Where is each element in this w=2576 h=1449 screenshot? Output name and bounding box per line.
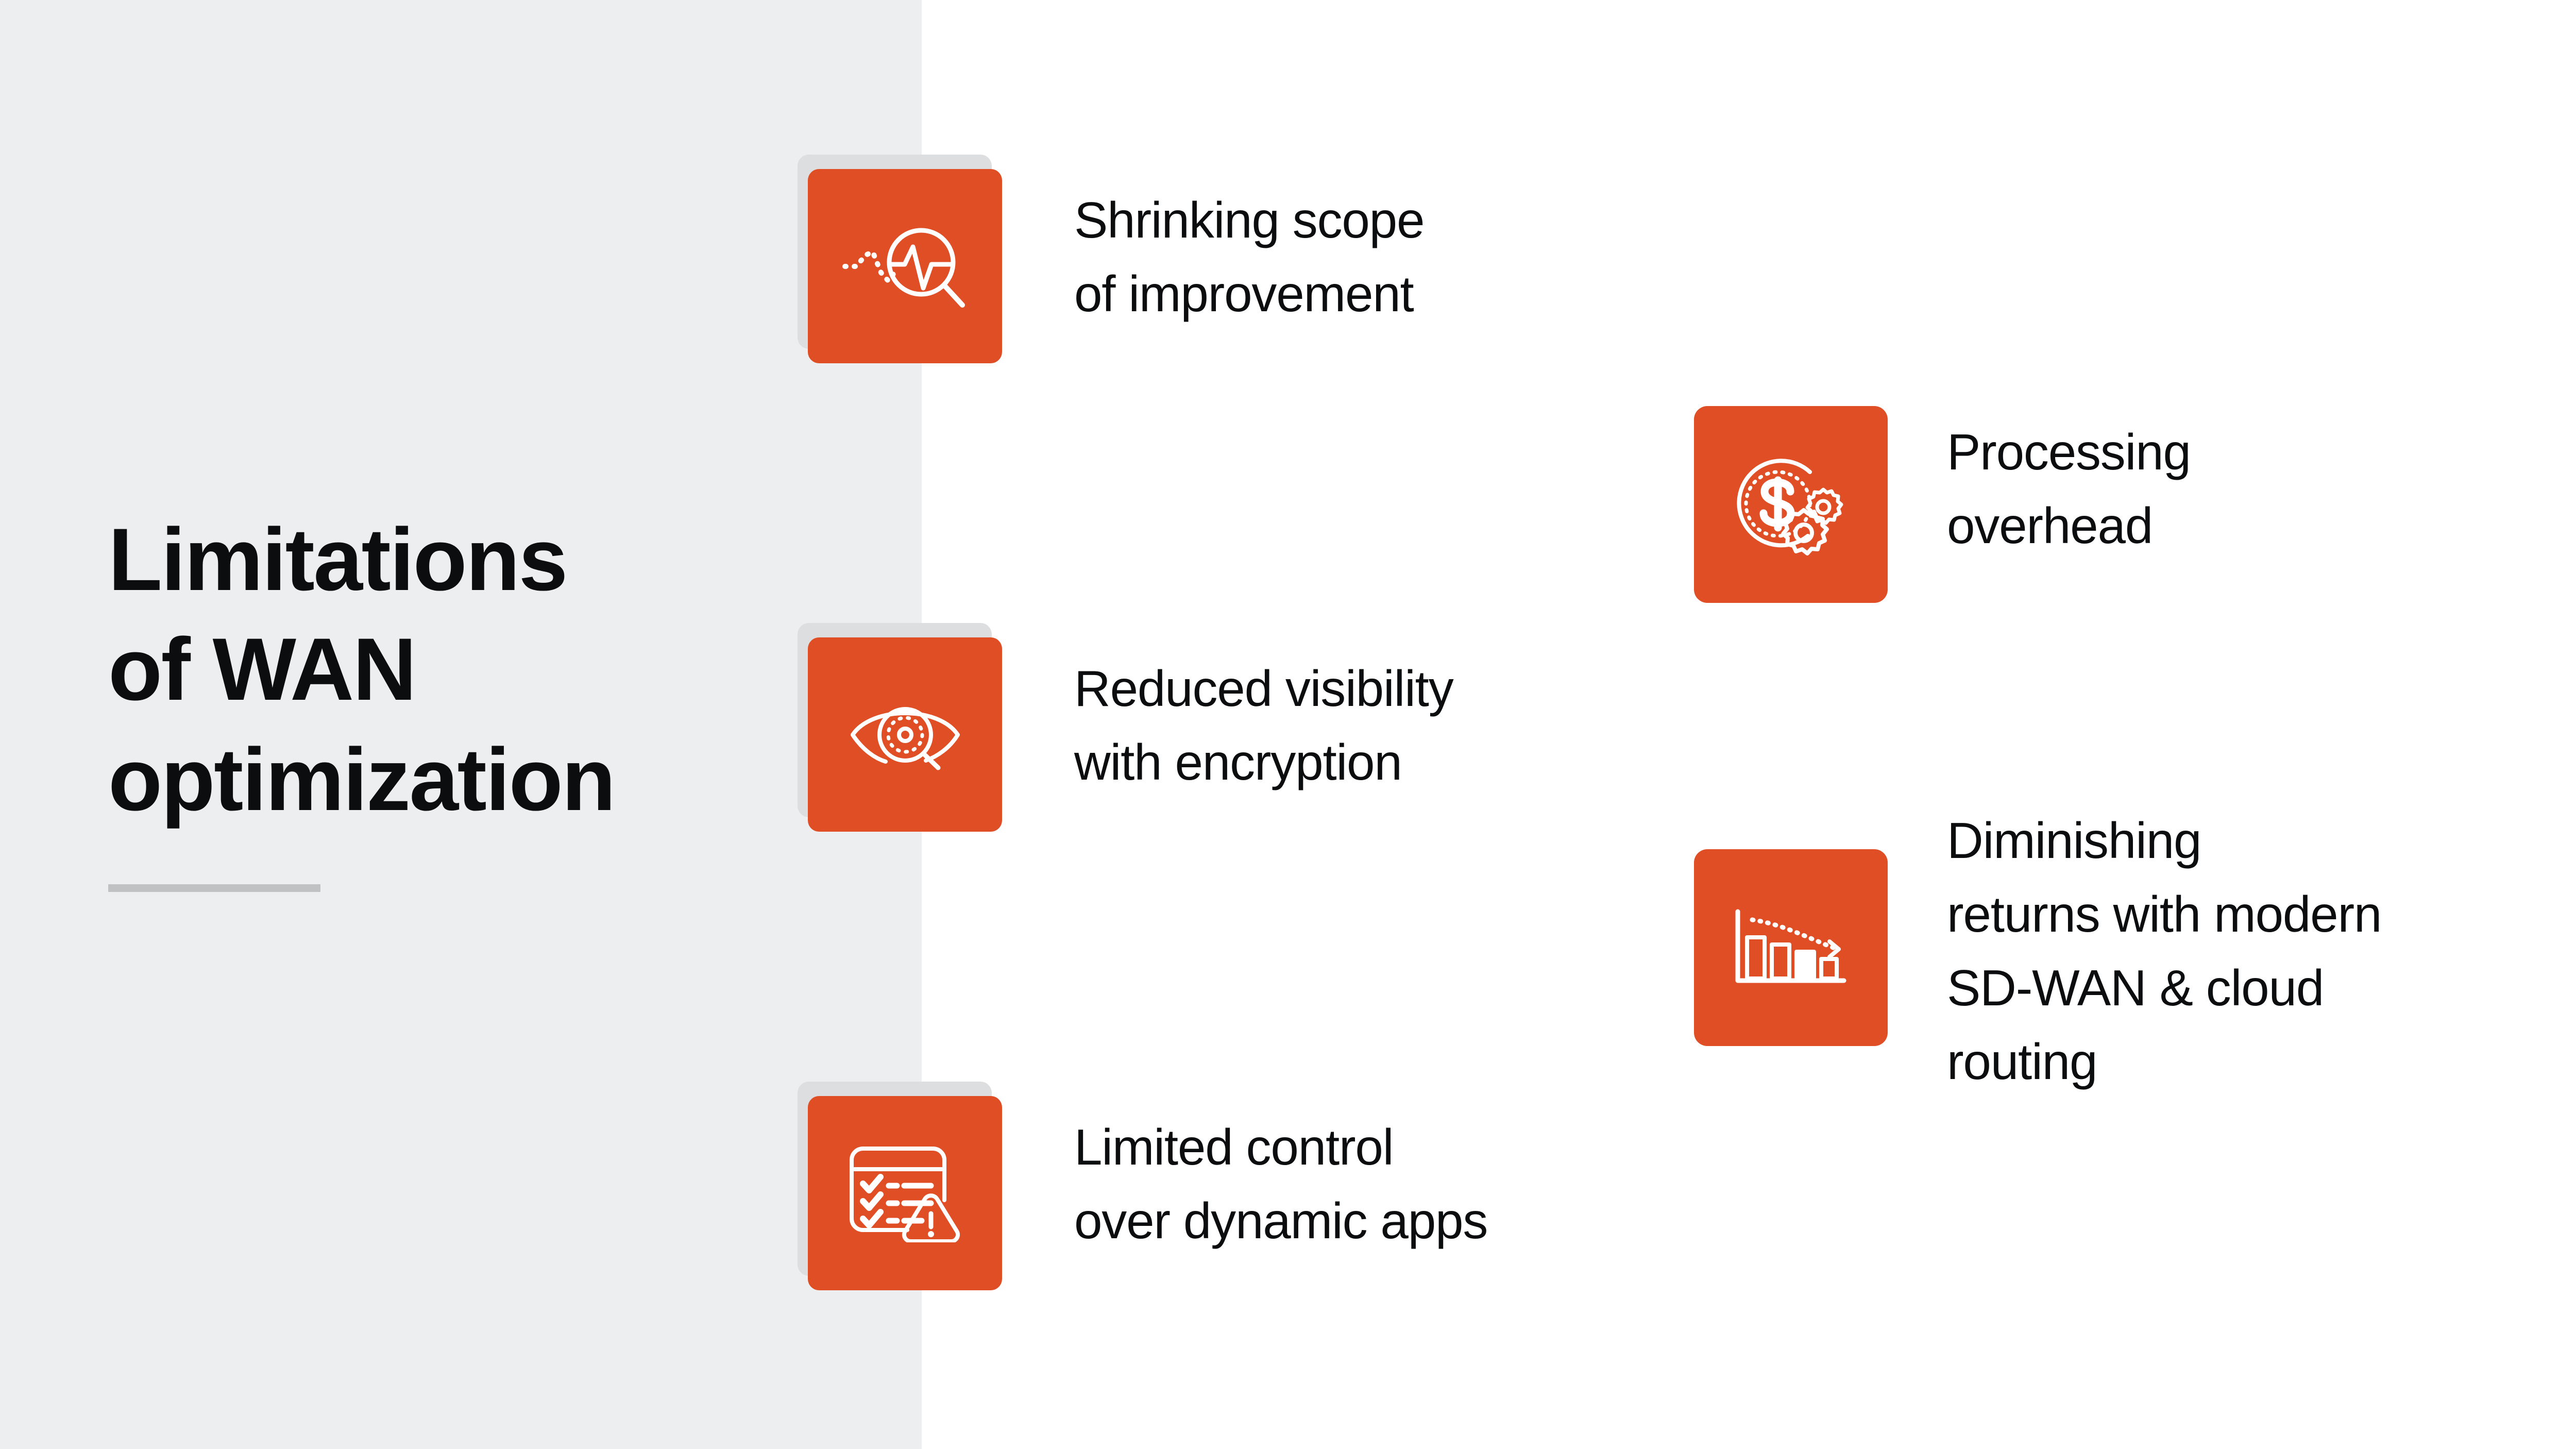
- feature-item-reduced-visibility[interactable]: Reduced visibility with encryption: [798, 623, 1641, 832]
- title-block: Limitations of WAN optimization: [108, 505, 804, 835]
- feature-label: Limited control over dynamic apps: [1074, 1119, 1488, 1250]
- icon-tile-wrapper: [798, 1082, 1002, 1290]
- icon-tile-wrapper: [1694, 849, 1888, 1046]
- icon-tile: [1694, 849, 1888, 1046]
- feature-label: Processing overhead: [1947, 424, 2191, 554]
- feature-item-limited-control[interactable]: Limited control over dynamic apps: [798, 1082, 1667, 1290]
- feature-item-diminishing-returns[interactable]: Diminishing returns with modern SD-WAN &…: [1694, 812, 2524, 1099]
- left-background-panel: [0, 0, 922, 1449]
- feature-label: Shrinking scope of improvement: [1074, 192, 1425, 323]
- icon-tile-wrapper: [1694, 406, 1888, 603]
- icon-tile-wrapper: [798, 623, 1002, 832]
- feature-label: Reduced visibility with encryption: [1074, 660, 1454, 791]
- title-divider-rule: [108, 884, 320, 892]
- icon-tile: [808, 169, 1002, 363]
- icon-tile: [808, 1096, 1002, 1290]
- icon-tile: [808, 637, 1002, 832]
- feature-item-shrinking-scope[interactable]: Shrinking scope of improvement: [798, 155, 1641, 363]
- feature-label: Diminishing returns with modern SD-WAN &…: [1947, 812, 2382, 1090]
- feature-item-processing-overhead[interactable]: Processing overhead: [1694, 406, 2411, 603]
- icon-tile: [1694, 406, 1888, 603]
- page-title: Limitations of WAN optimization: [108, 510, 616, 829]
- declining-bar-chart-arrow-icon: [1732, 906, 1850, 989]
- dollar-coin-gears-icon: [1732, 450, 1850, 559]
- checklist-warning-icon: [849, 1144, 962, 1242]
- icon-tile-wrapper: [798, 155, 1002, 363]
- eye-magnifier-icon: [849, 699, 962, 771]
- magnifier-pulse-chart-icon: [841, 215, 970, 318]
